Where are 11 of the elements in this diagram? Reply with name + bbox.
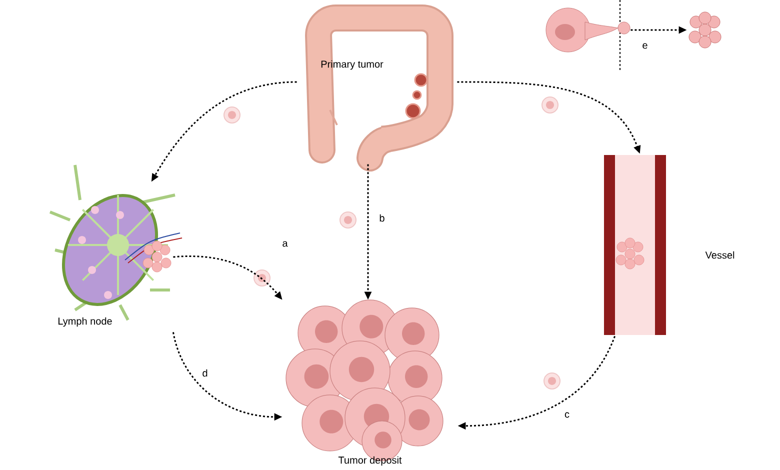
- cell-cluster-drawing: [688, 12, 722, 48]
- node-label: Primary tumor: [321, 60, 384, 70]
- budding-cell-drawing: [546, 8, 630, 52]
- edge-label: d: [201, 368, 209, 378]
- node-label: Tumor deposit: [338, 456, 402, 466]
- node-label: Vessel: [705, 251, 734, 259]
- node-label: Lymph node: [58, 317, 112, 327]
- edge-label: b: [378, 213, 386, 223]
- edge-label: a: [281, 240, 289, 248]
- edge-label: c: [564, 411, 570, 419]
- edge-label: e: [641, 42, 649, 50]
